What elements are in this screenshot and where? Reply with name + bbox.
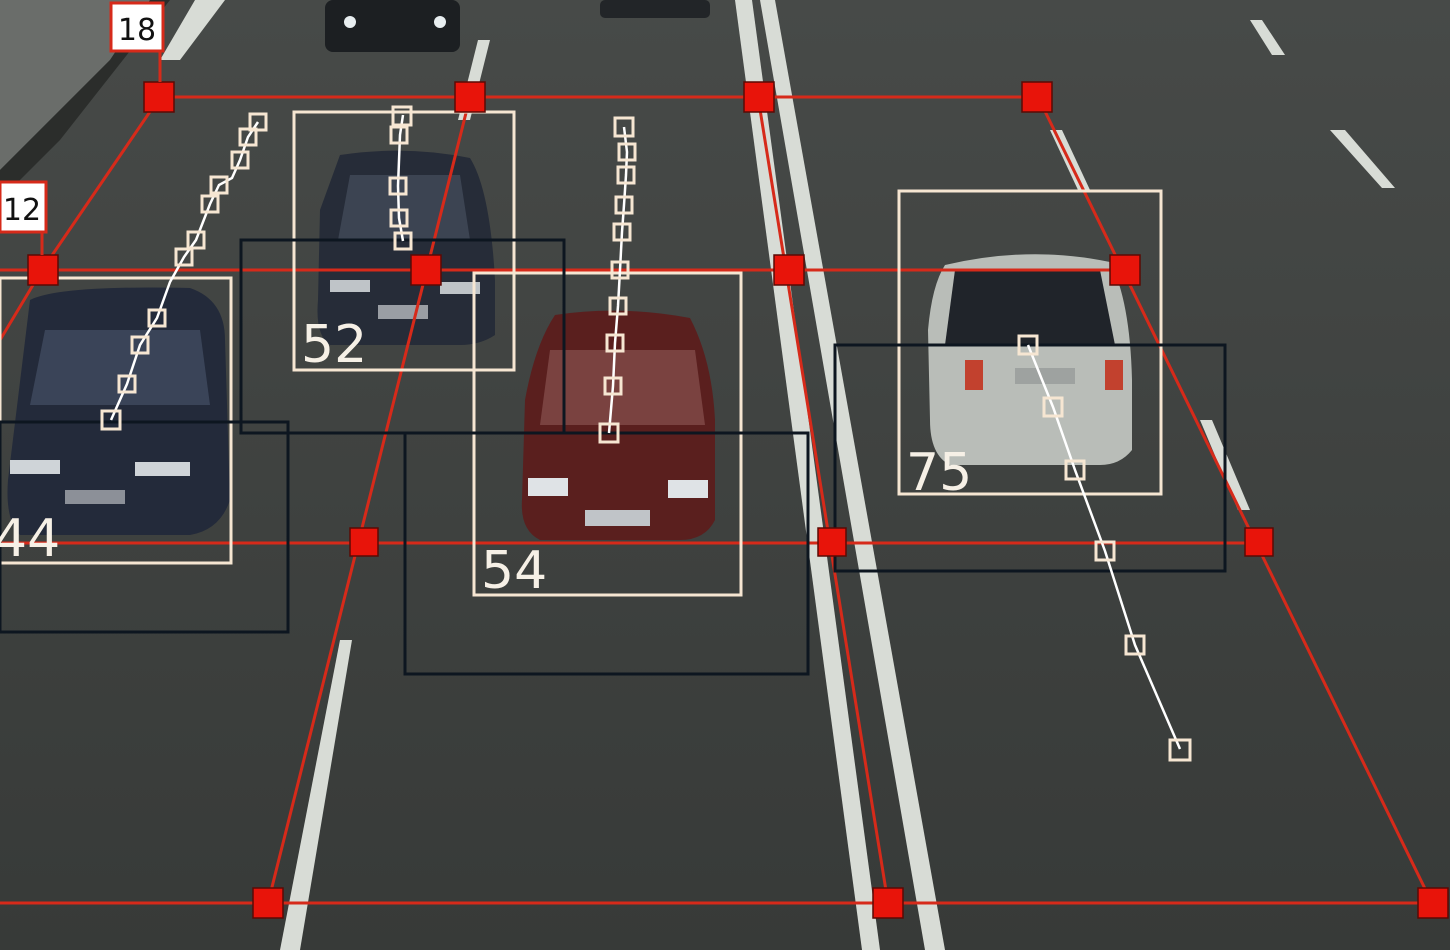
zone-marker-18-text: 18 <box>118 13 156 48</box>
vehicle-label-44: 44 <box>0 509 60 569</box>
prediction-box-54 <box>403 431 810 676</box>
track-nodes <box>100 105 1192 762</box>
zone-marker-12-text: 12 <box>3 193 41 228</box>
vehicle-75-body <box>928 254 1132 465</box>
vehicle-label-54: 54 <box>481 541 547 601</box>
prediction-box-44 <box>0 420 290 634</box>
prediction-boxes <box>0 238 1227 676</box>
grid-col-2 <box>266 96 472 904</box>
vehicle-top-distant-1 <box>325 0 460 52</box>
grid-nodes <box>27 81 1449 919</box>
vehicle-labels: 44 52 54 75 <box>0 315 972 601</box>
zone-marker-12: 12 <box>0 180 48 255</box>
grid-col-4 <box>1036 96 1434 904</box>
detection-box-75 <box>897 189 1163 496</box>
zone-marker-18: 18 <box>109 1 165 82</box>
prediction-box-75 <box>833 343 1227 573</box>
calibration-grid <box>0 95 1434 905</box>
vehicle-label-52: 52 <box>301 315 367 375</box>
track-vehicle-54 <box>607 126 629 434</box>
grid-col-3 <box>756 96 890 904</box>
vehicle-top-distant-2 <box>600 0 710 18</box>
vehicle-label-75: 75 <box>906 443 972 503</box>
track-vehicle-44 <box>109 121 260 421</box>
